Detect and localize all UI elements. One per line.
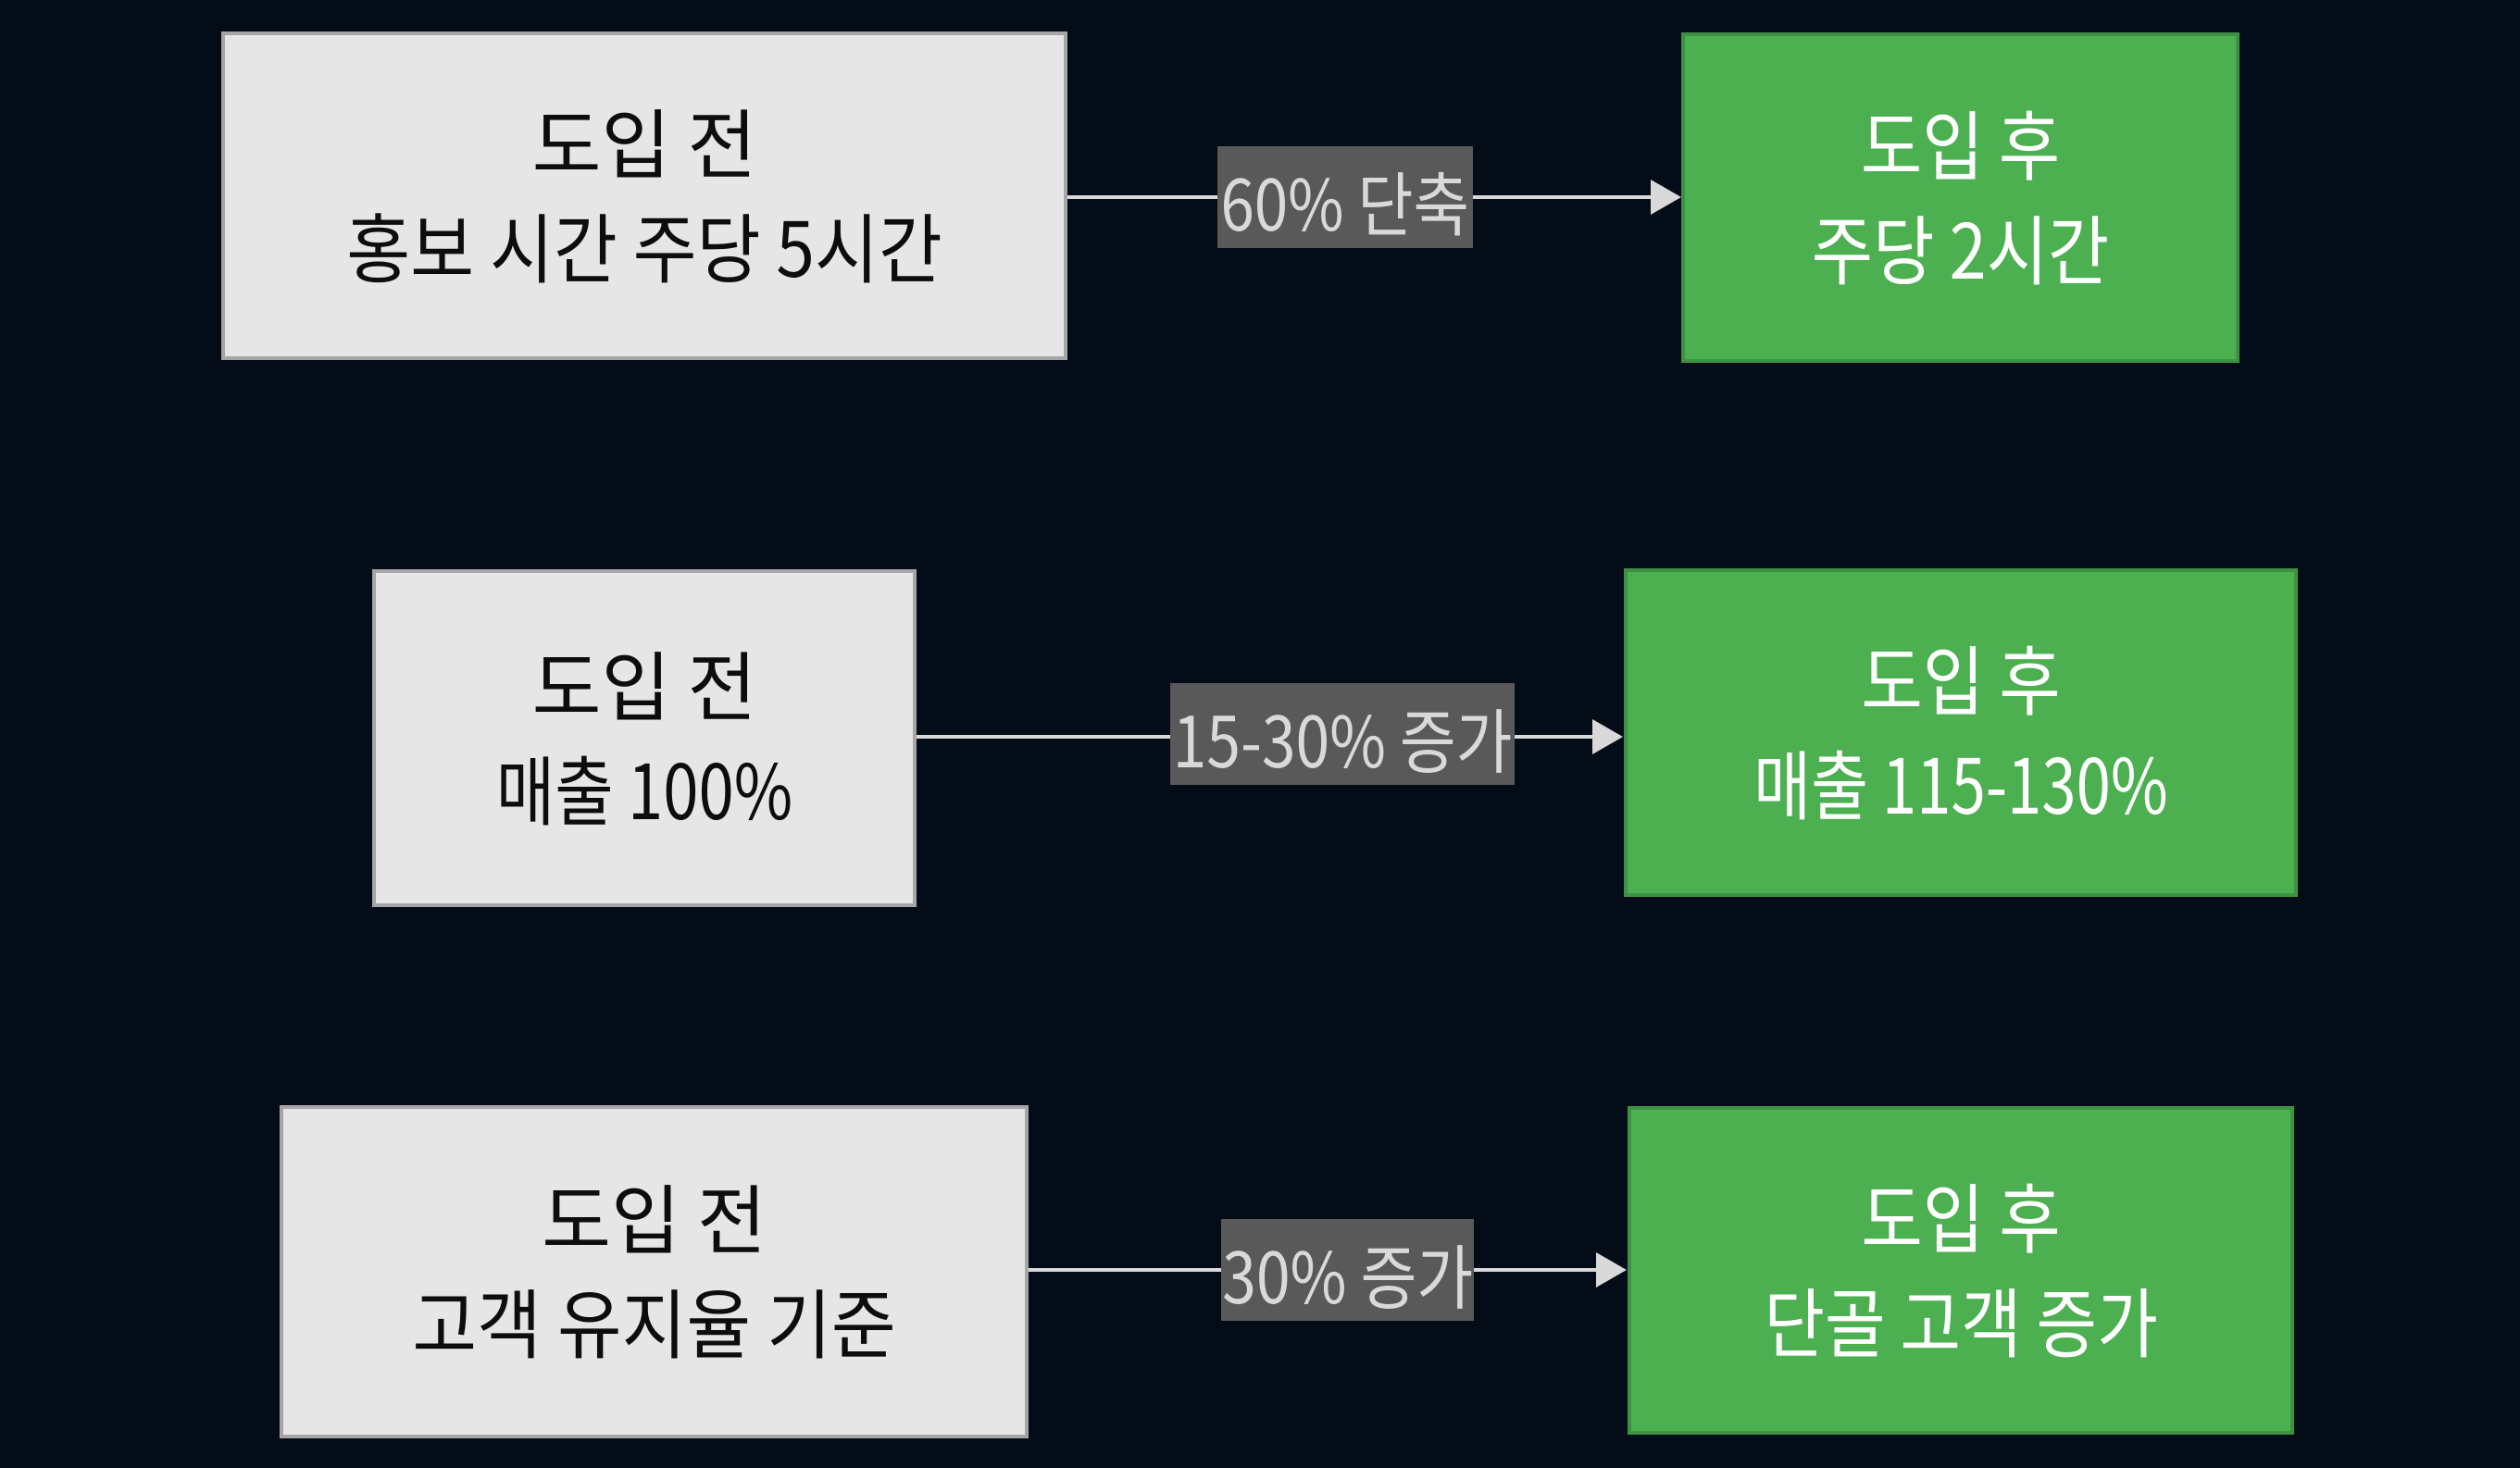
after-box-row3-line1: 도입 후 bbox=[1861, 1158, 2061, 1269]
before-box-row1: 도입 전 홍보 시간 주당 5시간 bbox=[221, 31, 1067, 360]
arrow-label-row3: 30% 증가 bbox=[1221, 1222, 1474, 1324]
after-box-row1-line1: 도입 후 bbox=[1860, 85, 2061, 196]
after-box-row2-line1: 도입 후 bbox=[1861, 620, 2061, 731]
after-box-row2-line2: 매출 115-130% bbox=[1753, 725, 2168, 836]
arrow-label-badge-row1: 60% 단축 bbox=[1217, 146, 1473, 251]
after-box-row3: 도입 후 단골 고객 증가 bbox=[1628, 1106, 2294, 1435]
before-box-row3-line2: 고객 유지율 기준 bbox=[412, 1264, 896, 1375]
before-box-row2-line2: 매출 100% bbox=[495, 730, 793, 841]
arrow-label-badge-row2: 15-30% 증가 bbox=[1170, 683, 1515, 788]
before-box-row1-line1: 도입 전 bbox=[531, 83, 757, 194]
before-box-row3-line1: 도입 전 bbox=[541, 1160, 767, 1270]
before-box-row1-line2: 홍보 시간 주당 5시간 bbox=[346, 188, 942, 299]
arrow-head-icon-row2 bbox=[1592, 719, 1623, 754]
after-box-row1: 도입 후 주당 2시간 bbox=[1681, 32, 2239, 363]
after-box-row1-line2: 주당 2시간 bbox=[1811, 190, 2110, 301]
after-box-row3-line2: 단골 고객 증가 bbox=[1764, 1263, 2158, 1374]
arrow-head-icon-row3 bbox=[1596, 1252, 1627, 1288]
before-box-row3: 도입 전 고객 유지율 기준 bbox=[280, 1105, 1029, 1438]
arrow-head-icon-row1 bbox=[1651, 180, 1681, 215]
before-box-row2-line1: 도입 전 bbox=[531, 626, 757, 737]
after-box-row2: 도입 후 매출 115-130% bbox=[1624, 568, 2298, 897]
before-box-row2: 도입 전 매출 100% bbox=[372, 569, 917, 907]
arrow-label-badge-row3: 30% 증가 bbox=[1221, 1219, 1474, 1324]
arrow-label-row2: 15-30% 증가 bbox=[1172, 686, 1513, 788]
arrow-label-row1: 60% 단축 bbox=[1220, 149, 1470, 251]
